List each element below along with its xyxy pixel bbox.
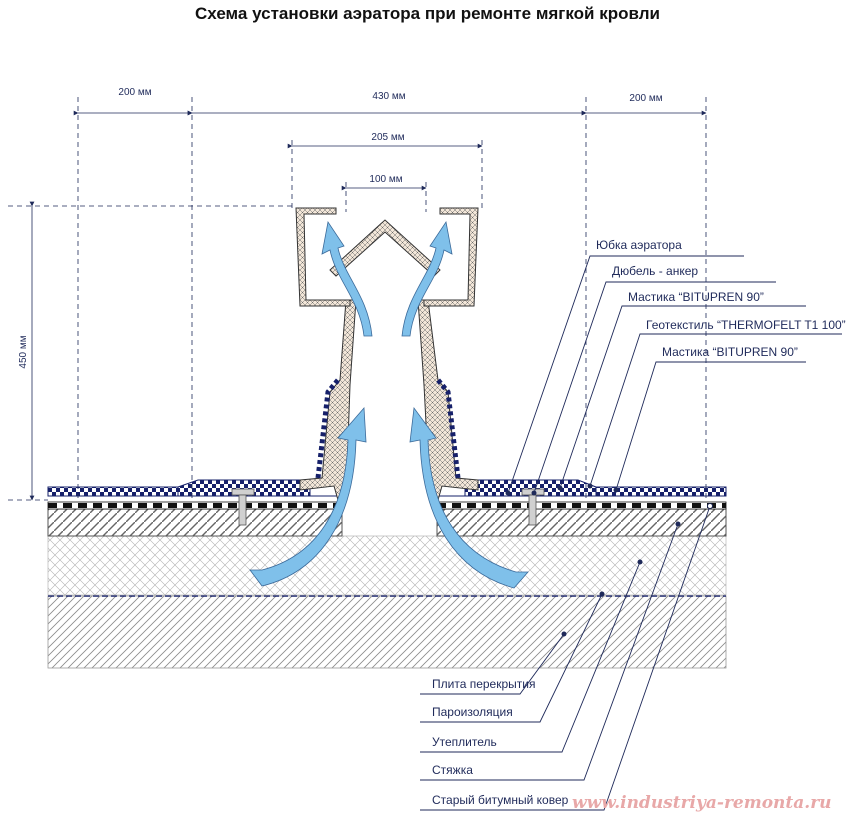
callout-dots-bottom [561,503,713,637]
screed-right [436,508,727,537]
label-geotextile: Геотекстиль “THERMOFELT T1 100” [646,318,846,332]
callout-labels-bottom: Плита перекрытия Пароизоляция Утеплитель… [432,677,569,807]
dim-middle-430: 430 мм [372,91,405,102]
airflow-arrow-top-left [321,220,373,337]
watermark: www.industriya-remonta.ru [572,793,832,813]
label-mastic-bottom: Мастика “BITUPREN 90” [662,345,798,359]
airflow-arrow-right [409,406,529,589]
airflow-arrows [249,220,529,589]
dim-cap-100: 100 мм [369,174,402,185]
concrete-slab [47,595,727,669]
roof-layers [47,479,727,669]
dim-height-450: 450 мм [18,335,29,368]
membrane-left [47,486,179,497]
aerator-deflector [329,219,441,277]
dimension-lines [8,97,707,501]
dimension-labels: 200 мм 430 мм 200 мм 205 мм 100 мм 450 м… [18,87,663,369]
callouts-right [507,255,842,494]
airflow-arrow-top-right [401,220,453,337]
label-screed: Стяжка [432,763,473,777]
page-title: Схема установки аэратора при ремонте мяг… [195,4,660,23]
old-bitumen-carpet-left [47,501,343,510]
label-anchor-dowel: Дюбель - анкер [612,264,698,278]
label-old-bitumen: Старый битумный ковер [432,793,569,807]
anchor-dowel-left [231,488,255,526]
insulation-layer [47,535,727,596]
dim-right-200: 200 мм [629,93,662,104]
label-floor-slab: Плита перекрытия [432,677,535,691]
callout-dots-right [505,483,619,496]
dim-left-200: 200 мм [118,87,151,98]
callout-labels-right: Юбка аэратора Дюбель - анкер Мастика “BI… [596,238,846,359]
label-vapor-barrier: Пароизоляция [432,705,513,719]
screed-left [47,508,343,537]
aerator-cap [295,207,351,307]
label-aerator-skirt: Юбка аэратора [596,238,682,252]
label-insulation: Утеплитель [432,735,497,749]
callouts-bottom [420,505,711,811]
airflow-arrow-left [249,406,367,587]
dim-cap-205: 205 мм [371,132,404,143]
label-mastic-top: Мастика “BITUPREN 90” [628,290,764,304]
